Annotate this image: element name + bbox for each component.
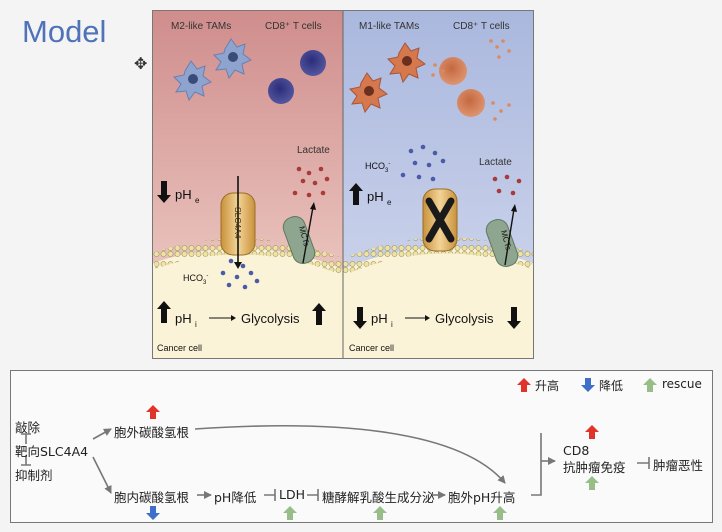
ph-decrease-node: pH降低 [214,490,257,505]
right-phe-up-icon [349,183,363,205]
right-glycolysis-down-icon [507,307,521,329]
right-mct-transporter-icon [485,204,519,267]
left-tam-label: M2-like TAMs [171,21,231,32]
cd8-t-cell-icon [300,50,326,76]
slc4a4-label: SLC4A4 [233,207,243,239]
flow-connectors [21,424,650,501]
right-hco3-label: HCO3- [365,161,390,174]
cd8-up-arrow-icon [585,425,599,439]
right-tam-label: M1-like TAMs [359,21,419,32]
right-glycolysis-label: Glycolysis [435,311,494,326]
target-slc4a4-node: 靶向SLC4A4 [15,444,89,459]
m1-macrophage-icon [386,42,426,84]
extracellular-up-arrow-icon [146,405,160,419]
left-glycolysis-up-icon [312,303,326,325]
m2-macrophage-icon [172,60,212,102]
inhibitor-node: 抑制剂 [15,468,53,483]
intracellular-down-arrow-icon [146,506,160,520]
left-cancer-cell-label: Cancer cell [157,343,202,353]
m2-macrophage-icon [212,38,252,80]
legend-down-label: 降低 [599,379,624,393]
intracellular-bicarbonate-node: 胞内碳酸氢根 [114,490,190,505]
mechanism-flow-diagram: 升高 降低 rescue 敲除 靶向SLC4A4 抑制剂 胞外碳酸氢根 胞内碳酸… [10,370,713,523]
right-cancer-cell-label: Cancer cell [349,343,394,353]
cd8-t-cell-icon [268,78,294,104]
m1-macrophage-icon [348,72,388,114]
ldh-rescue-arrow-icon [283,506,297,520]
right-phi-subscript: i [391,320,393,329]
glycolysis-rescue-arrow-icon [373,506,387,520]
left-phe-down-icon [157,181,171,203]
slc4a4-transporter-icon [220,176,256,269]
left-phi-up-icon [157,301,171,323]
tumor-malignancy-node: 肿瘤恶性 [653,458,704,473]
extracellular-ph-increase-node: 胞外pH升高 [448,490,516,505]
move-cursor-icon: ✥ [134,54,148,73]
right-hco3-dots [400,144,446,182]
left-phe-subscript: e [195,196,200,205]
left-hco3-dots [220,258,260,290]
left-phe-label: pH [175,187,192,202]
glycolysis-lactate-node: 糖酵解乳酸生成分泌 [322,490,435,505]
right-tcell-label: CD8⁺ T cells [453,21,510,32]
legend-up-label: 升高 [535,379,560,393]
cd8-t-cell-icon [457,89,485,117]
left-glycolysis-label: Glycolysis [241,311,300,326]
antitumor-rescue-arrow-icon [585,476,599,490]
legend-up-arrow-icon [517,378,531,392]
antitumor-immunity-node: 抗肿瘤免疫 [563,460,626,475]
left-arrow-head [231,315,236,321]
right-arrow-head [425,315,430,321]
ph-rescue-arrow-icon [493,506,507,520]
cd8-t-cell-icon [439,57,467,85]
page-title: Model [22,14,107,49]
right-phi-label: pH [371,311,388,326]
left-lactate-label: Lactate [297,145,330,156]
blocked-transporter-icon [422,188,458,252]
ldh-node: LDH [279,487,305,502]
right-lactate-label: Lactate [479,157,512,168]
knockdown-node: 敲除 [15,420,41,435]
right-lactate-dots [492,174,522,196]
legend-down-arrow-icon [581,378,595,392]
legend-rescue-arrow-icon [643,378,657,392]
right-phe-label: pH [367,189,384,204]
right-phe-subscript: e [387,198,392,207]
left-hco3-label: HCO3- [183,273,208,286]
left-mct-transporter-icon [282,202,316,264]
cd8-node: CD8 [563,443,590,458]
left-tcell-label: CD8⁺ T cells [265,21,322,32]
extracellular-bicarbonate-node: 胞外碳酸氢根 [114,425,190,440]
legend-rescue-label: rescue [662,377,702,391]
granule-dots [431,39,511,121]
right-phi-down-icon [353,307,367,329]
left-phi-subscript: i [195,320,197,329]
left-phi-label: pH [175,311,192,326]
left-lactate-dots [292,166,330,198]
model-figure: M2-like TAMs CD8⁺ T cells Lactate pH e S… [152,10,534,359]
